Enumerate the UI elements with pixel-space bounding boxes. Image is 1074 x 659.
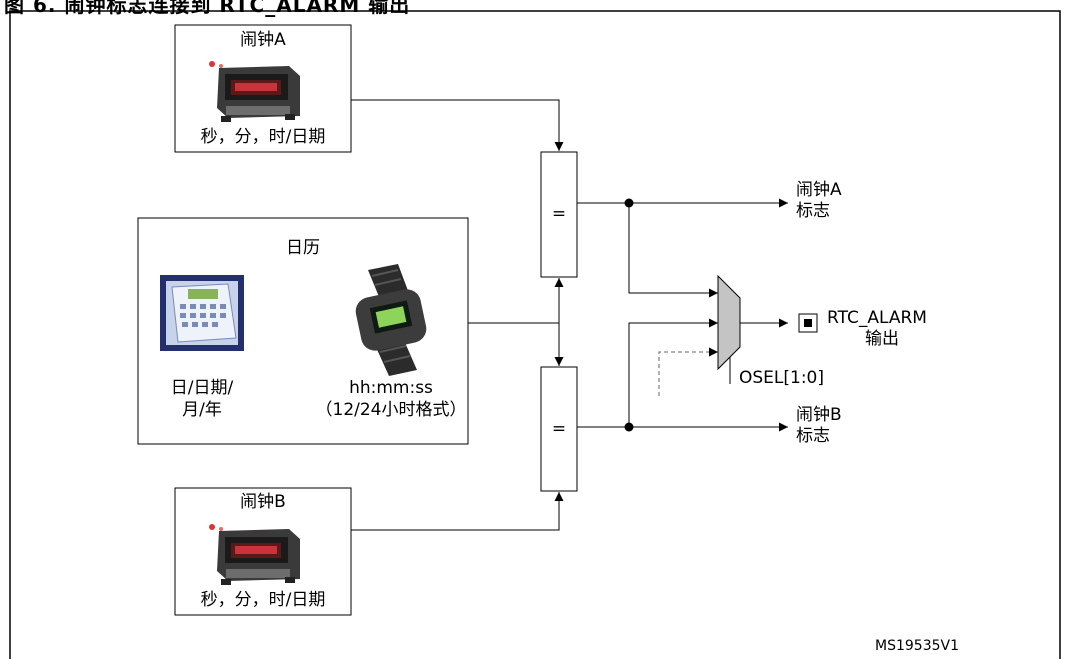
figure-frame	[9, 10, 1061, 659]
alarm-a-title: 闹钟A	[240, 30, 286, 50]
rtc-alarm-label-2: 输出	[865, 329, 899, 349]
comparator-b-symbol: =	[551, 419, 567, 439]
comparator-a	[540, 151, 578, 278]
osel-label: OSEL[1:0]	[739, 368, 825, 388]
alarm-clock-icon	[209, 524, 300, 585]
flag-a-label-2: 标志	[796, 201, 830, 221]
junction-dot	[624, 422, 634, 432]
calendar-date-label-2: 月/年	[182, 400, 222, 420]
multiplexer	[717, 274, 741, 371]
comparator-b	[540, 366, 578, 492]
alarm-a-fields: 秒，分，时/日期	[200, 127, 326, 147]
alarm-b-title: 闹钟B	[240, 492, 286, 512]
figure-id: MS19535V1	[875, 638, 959, 654]
junction-dot	[624, 198, 634, 208]
calendar-time-label-2: （12/24小时格式）	[315, 400, 467, 420]
flag-a-label: 闹钟A	[796, 180, 842, 200]
rtc-alarm-pin-fill	[804, 319, 812, 327]
wristwatch-icon	[355, 264, 427, 376]
flag-b-label-2: 标志	[796, 426, 830, 446]
comparator-a-symbol: =	[551, 204, 567, 224]
calendar-title: 日历	[286, 238, 320, 258]
wire-alarm-b	[351, 492, 564, 531]
calendar-icon	[160, 275, 244, 351]
flag-b-label: 闹钟B	[796, 405, 842, 425]
alarm-b-fields: 秒，分，时/日期	[200, 590, 326, 610]
calendar-time-label: hh:mm:ss	[349, 378, 433, 398]
calendar-date-label: 日/日期/	[170, 378, 234, 398]
wire-mux-in-b	[628, 318, 718, 427]
wire-dashed-select	[658, 347, 718, 396]
wire-mux-in-a	[628, 203, 718, 298]
figure-title: 图 6. 闹钟标志连接到 RTC_ALARM 输出	[4, 0, 411, 17]
wire-alarm-a	[351, 99, 564, 151]
alarm-clock-icon	[209, 61, 300, 122]
rtc-alarm-label: RTC_ALARM	[827, 308, 927, 328]
